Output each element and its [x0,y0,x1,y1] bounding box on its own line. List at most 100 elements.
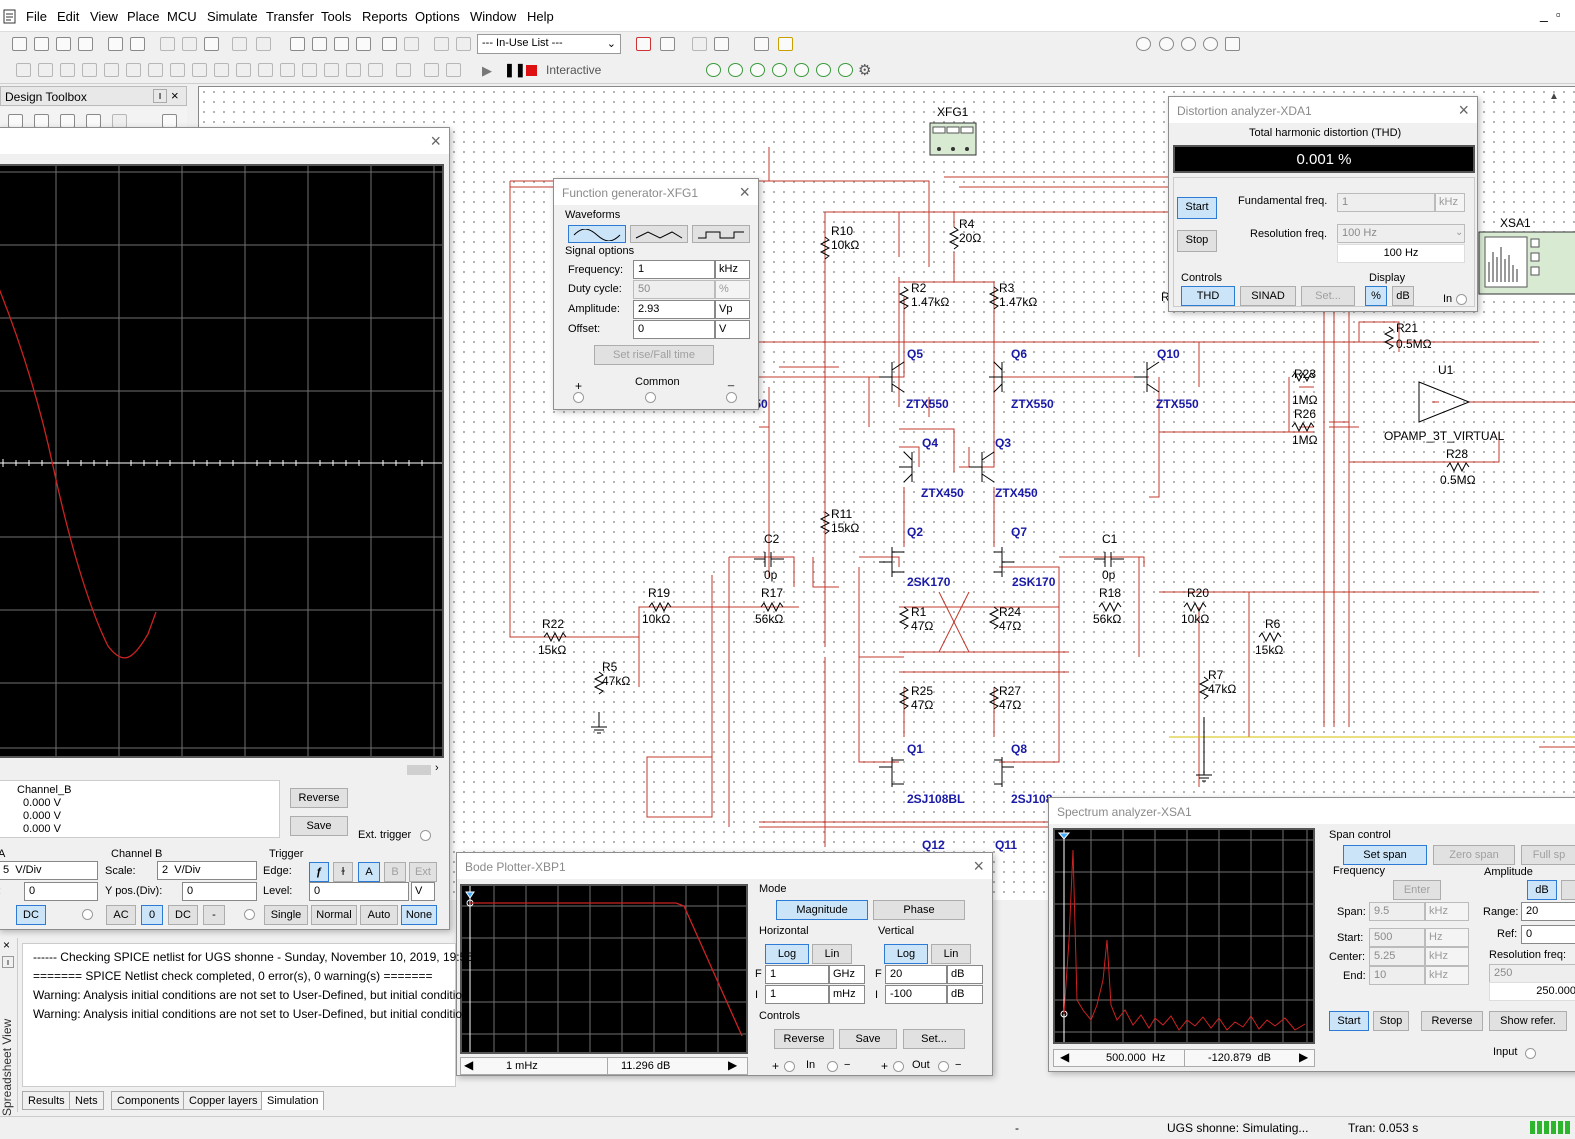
in-minus-terminal[interactable] [827,1061,838,1072]
probe-diff-icon[interactable] [772,63,787,77]
channel-a-scale[interactable]: 5 V/Div [0,861,98,880]
offset-input[interactable]: 0 [633,320,715,339]
pin-icon[interactable]: ı [2,956,14,968]
fundamental-freq-unit[interactable]: kHz [1435,193,1465,212]
resolution-freq-select[interactable]: 250 [1489,964,1575,983]
center-unit[interactable]: kHz [1425,947,1469,966]
print-preview-icon[interactable] [130,37,145,51]
scrollbar-thumb[interactable] [407,765,431,775]
tab-nets[interactable]: Nets [69,1091,104,1110]
open-design-icon[interactable] [34,114,49,128]
reverse-button[interactable]: Reverse [1421,1011,1483,1031]
falling-edge-icon[interactable]: ɫ [333,862,353,882]
input-terminal[interactable] [1525,1048,1536,1059]
v-initial-input[interactable]: -100 [885,985,947,1004]
menu-file[interactable]: File [26,9,47,24]
reverse-button[interactable]: Reverse [290,788,348,808]
probe-vi-icon[interactable] [794,63,809,77]
misc-icon[interactable] [258,63,273,77]
channel-b-zero-button[interactable]: 0 [141,905,163,925]
vertical-lin-button[interactable]: Lin [931,944,971,964]
power-icon[interactable] [280,63,295,77]
save-button[interactable]: Save [839,1029,897,1049]
h-initial-unit[interactable]: mHz [829,985,865,1004]
channel-b-ypos[interactable]: 0 [182,882,257,901]
magnitude-button[interactable]: Magnitude [776,900,868,920]
connectors-icon[interactable] [368,63,383,77]
close-icon[interactable]: × [3,938,11,952]
channel-a-dc-button[interactable]: DC [16,905,46,925]
stop-button[interactable]: Stop [1373,1011,1409,1031]
channel-b-terminal[interactable] [244,909,255,920]
help-icon[interactable] [778,37,793,51]
analog-icon[interactable] [104,63,119,77]
frequency-unit[interactable]: kHz [715,260,750,279]
out-minus-terminal[interactable] [938,1061,949,1072]
tab-components[interactable]: Components [111,1091,186,1110]
redo-icon[interactable] [256,37,271,51]
database-icon[interactable] [382,37,397,51]
range-input[interactable]: 20 [1521,902,1575,921]
menu-options[interactable]: Options [415,9,460,24]
tab-results[interactable]: Results [22,1091,71,1110]
duty-cycle-input[interactable]: 50 [633,280,715,299]
start-input[interactable]: 500 [1369,928,1425,947]
out-plus-terminal[interactable] [893,1061,904,1072]
phase-button[interactable]: Phase [873,900,965,920]
common-terminal[interactable] [645,392,656,403]
reverse-button[interactable]: Reverse [774,1029,834,1049]
find-icon[interactable] [754,37,769,51]
new-icon[interactable] [12,37,27,51]
h-final-input[interactable]: 1 [765,965,829,984]
in-plus-terminal[interactable] [784,1061,795,1072]
cut-icon[interactable] [160,37,175,51]
rising-edge-icon[interactable]: ƒ [309,862,329,882]
pin-icon[interactable]: ı [153,89,167,103]
h-initial-input[interactable]: 1 [765,985,829,1004]
trigger-level-input[interactable]: 0 [309,882,409,901]
trigger-a-button[interactable]: A [358,862,380,882]
amplitude-unit[interactable]: Vp [715,300,750,319]
undo-icon[interactable] [232,37,247,51]
close-icon[interactable]: × [1458,100,1469,120]
amplitude-input[interactable]: 2.93 [633,300,715,319]
save-design-icon[interactable] [60,114,75,128]
erc-icon[interactable] [636,37,651,51]
cmos-icon[interactable] [148,63,163,77]
ext-trigger-terminal[interactable] [420,830,431,841]
export-icon[interactable] [86,114,101,128]
zoom-fit-icon[interactable] [1203,37,1218,51]
zoom-in-icon[interactable] [1136,37,1151,51]
menu-simulate[interactable]: Simulate [207,9,258,24]
start-unit[interactable]: Hz [1425,928,1469,947]
mixed-icon[interactable] [214,63,229,77]
rf-icon[interactable] [302,63,317,77]
cursor-left-icon[interactable]: ◀ [1060,1050,1070,1064]
start-button[interactable]: Start [1177,197,1217,219]
pause-icon[interactable]: ❚❚ [504,62,526,77]
enter-button[interactable]: Enter [1393,880,1441,900]
interactive-label[interactable]: Interactive [546,63,602,77]
channel-b-scale[interactable]: 2 V/Div [157,861,257,880]
run-icon[interactable]: ▶ [482,63,492,78]
duty-cycle-unit[interactable]: % [715,280,750,299]
input-terminal[interactable] [1456,294,1467,305]
print-icon[interactable] [108,37,123,51]
probe-voltage-icon[interactable] [706,63,721,77]
settings-gear-icon[interactable]: ⚙ [858,62,872,79]
set-rise-fall-button[interactable]: Set rise/Fall time [594,345,714,365]
close-icon[interactable]: × [430,131,441,151]
single-button[interactable]: Single [264,905,308,925]
open-icon[interactable] [34,37,49,51]
menu-window[interactable]: Window [470,9,517,24]
trigger-level-unit[interactable]: V [411,882,435,901]
forward-annotate-icon[interactable] [714,37,729,51]
menu-help[interactable]: Help [527,9,554,24]
end-input[interactable]: 10 [1369,966,1425,985]
menu-reports[interactable]: Reports [362,9,408,24]
percent-button[interactable]: % [1365,286,1387,306]
none-button[interactable]: None [401,905,437,925]
square-wave-button[interactable] [692,225,750,243]
cursor-right-icon[interactable]: ▶ [728,1058,738,1072]
breadboard-icon[interactable] [456,37,471,51]
